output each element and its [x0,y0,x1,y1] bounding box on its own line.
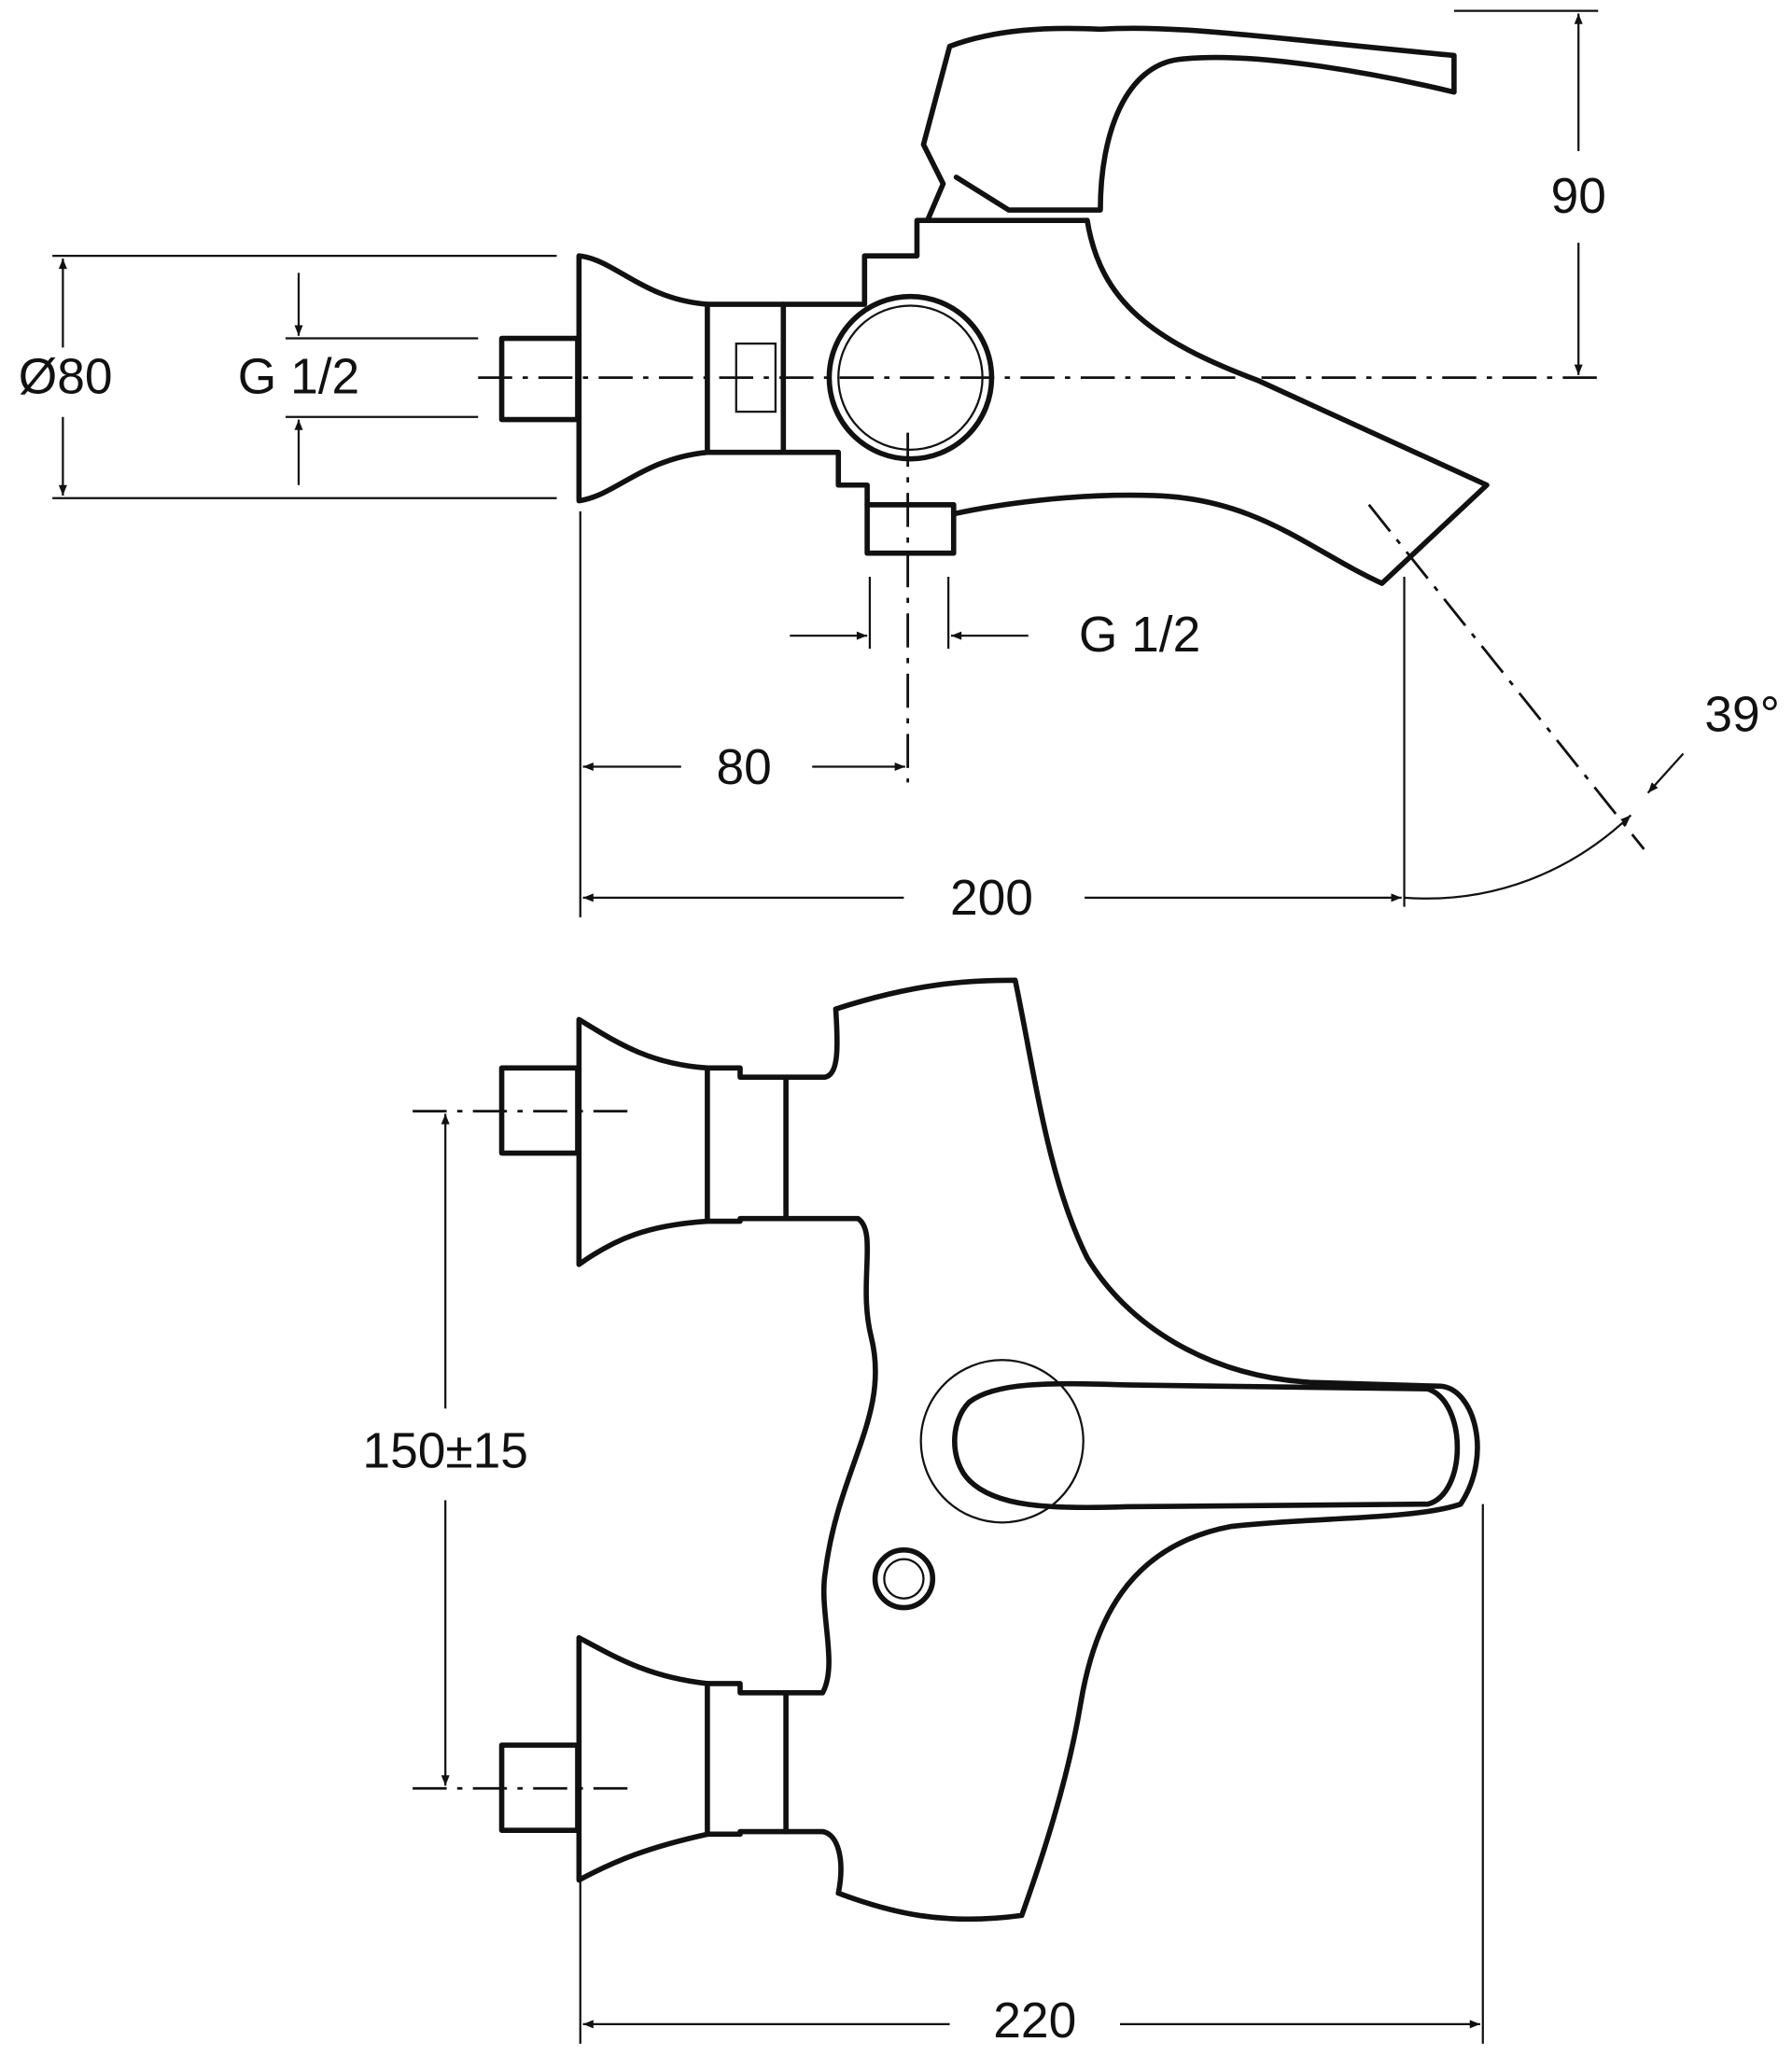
lever-hub [919,1359,1085,1524]
lever-top [952,1380,1461,1511]
mixer-body [780,217,1490,586]
spout-axis [1367,503,1645,850]
diverter-ring-inner [837,304,984,451]
overall-projection-label: 220 [993,1993,1076,2049]
mixer-body-top [783,977,1480,1923]
outlet-offset-label: 80 [717,740,772,795]
projection-label: 200 [950,871,1033,926]
upper-flange [576,1016,710,1267]
spout-angle-label: 39° [1704,688,1780,743]
upper-connector [705,1065,789,1224]
height-label: 90 [1551,169,1606,224]
inlet-spacing-label: 150±15 [362,1423,528,1478]
connector [705,301,787,455]
lower-flange [576,1635,710,1883]
diverter-knob [872,1546,936,1611]
inlet-thread-label: G 1/2 [238,350,359,405]
mixer-body-left-edge [783,1215,878,1696]
diverter-knob-inner [883,1558,925,1600]
outlet-nipple [864,501,957,556]
outlet-thread-label: G 1/2 [1079,608,1200,663]
flange-diameter-label: Ø80 [19,350,113,405]
connector-nut [735,343,777,413]
lever-handle [920,25,1457,224]
diverter-ring [826,293,995,462]
top-view: 150±15 220 [362,977,1484,2049]
lower-connector [705,1681,789,1838]
side-view: Ø80 G 1/2 90 G 1/2 80 200 39° [19,9,1780,926]
